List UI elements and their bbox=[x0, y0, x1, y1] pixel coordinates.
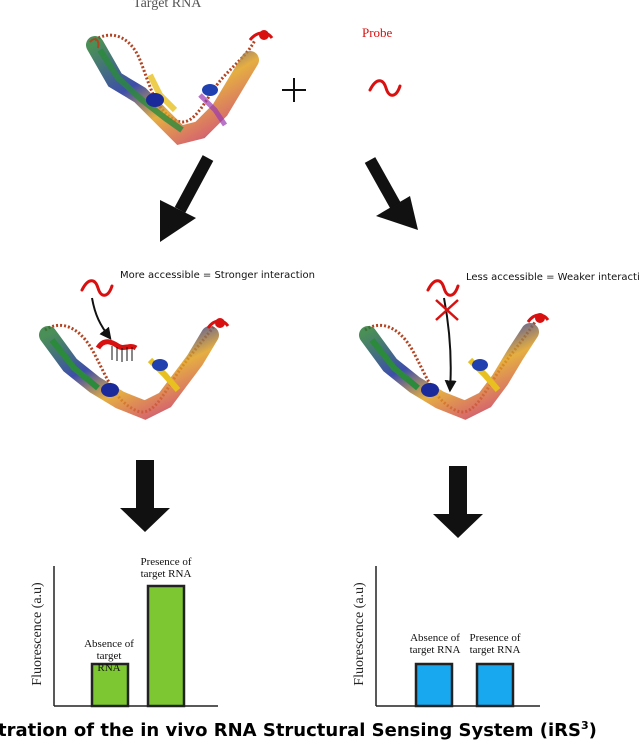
bar-absence bbox=[90, 662, 130, 708]
caption-close: ) bbox=[588, 720, 597, 741]
right-chart-label-absence: Absence of target RNA bbox=[409, 632, 461, 656]
target-rna-label: Target RNA bbox=[133, 0, 202, 11]
right-rna-structure bbox=[359, 313, 550, 420]
left-probe-squiggle bbox=[80, 279, 114, 297]
left-chart-label-absence: Absence of target RNA bbox=[84, 638, 134, 674]
bar-presence bbox=[475, 662, 515, 708]
arrow-down-right bbox=[364, 157, 418, 230]
probe-squiggle bbox=[368, 79, 402, 97]
caption-superscript: 3 bbox=[580, 719, 589, 732]
bar-absence bbox=[414, 662, 454, 708]
left-rna-structure bbox=[39, 318, 230, 420]
right-annotation: Less accessible = Weaker interaction bbox=[466, 272, 640, 283]
left-binding-arrow bbox=[91, 297, 112, 340]
blocked-x-icon bbox=[435, 299, 459, 321]
arrow-down-right-chart bbox=[433, 466, 483, 538]
left-annotation: More accessible = Stronger interaction bbox=[120, 270, 315, 281]
right-chart-ylabel: Fluorescence (a.u) bbox=[352, 582, 367, 686]
left-chart-bars bbox=[90, 584, 186, 708]
probe-label: Probe bbox=[362, 25, 393, 40]
left-chart-axes bbox=[53, 566, 218, 707]
right-probe-squiggle bbox=[426, 279, 460, 297]
left-chart-label-presence: Presence of target RNA bbox=[140, 556, 192, 580]
arrow-down-left bbox=[160, 155, 214, 242]
right-chart-bars bbox=[414, 662, 515, 708]
target-rna-structure bbox=[86, 30, 274, 145]
figure-caption: tration of the in vivo RNA Structural Se… bbox=[0, 713, 640, 747]
bar-presence bbox=[146, 584, 186, 708]
right-chart-label-presence: Presence of target RNA bbox=[469, 632, 521, 656]
arrow-down-left-chart bbox=[120, 460, 170, 532]
caption-text: tration of the in vivo RNA Structural Se… bbox=[0, 720, 581, 741]
left-chart-ylabel: Fluorescence (a.u) bbox=[30, 582, 45, 686]
plus-sign bbox=[282, 78, 306, 102]
